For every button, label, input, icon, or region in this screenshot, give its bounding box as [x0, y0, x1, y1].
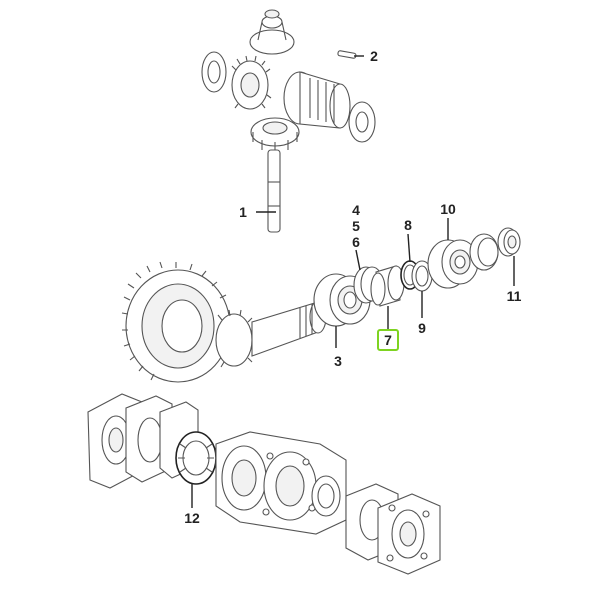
- callout-2: 2: [370, 48, 378, 64]
- collapsible-spacer: [370, 265, 405, 307]
- side-gear-shaft: [283, 71, 351, 129]
- cross-shaft: [267, 149, 281, 233]
- ring-and-pinion-assembly: [121, 227, 521, 383]
- leader-8: [407, 233, 411, 263]
- end-cover: [377, 493, 441, 575]
- callout-12: 12: [184, 510, 200, 526]
- callout-4: 4: [352, 202, 360, 218]
- callout-3: 3: [334, 353, 342, 369]
- callout-11: 11: [507, 288, 522, 304]
- top-side-gear: [249, 9, 295, 55]
- pinion-nut: [497, 227, 521, 257]
- main-housing: [215, 431, 347, 535]
- roll-pin: [337, 50, 357, 59]
- callout-labels: 1 2 3 4 5 6 7 8 9 10 11 12: [184, 48, 521, 526]
- callout-7: 7: [384, 332, 392, 348]
- ring-gear: [121, 261, 231, 383]
- leader-lines: [191, 55, 515, 508]
- washer: [411, 260, 433, 292]
- tapered-bearing: [175, 431, 217, 485]
- callout-9: 9: [418, 320, 426, 336]
- callout-6: 6: [352, 234, 360, 250]
- differential-assembly: [201, 9, 376, 233]
- seal: [469, 233, 499, 271]
- callout-highlight: [377, 329, 399, 351]
- leader-4-5-6: [355, 249, 361, 271]
- callout-8: 8: [404, 217, 412, 233]
- callout-5: 5: [352, 218, 360, 234]
- housing-assembly: [87, 393, 441, 575]
- callout-1: 1: [239, 204, 247, 220]
- callout-10: 10: [440, 201, 456, 217]
- left-pinion-gear: [231, 55, 272, 110]
- left-thrust-washer: [201, 51, 227, 93]
- right-thrust-washer: [348, 101, 376, 143]
- housing-bearing: [311, 475, 341, 517]
- lower-pinion-gear: [250, 117, 300, 152]
